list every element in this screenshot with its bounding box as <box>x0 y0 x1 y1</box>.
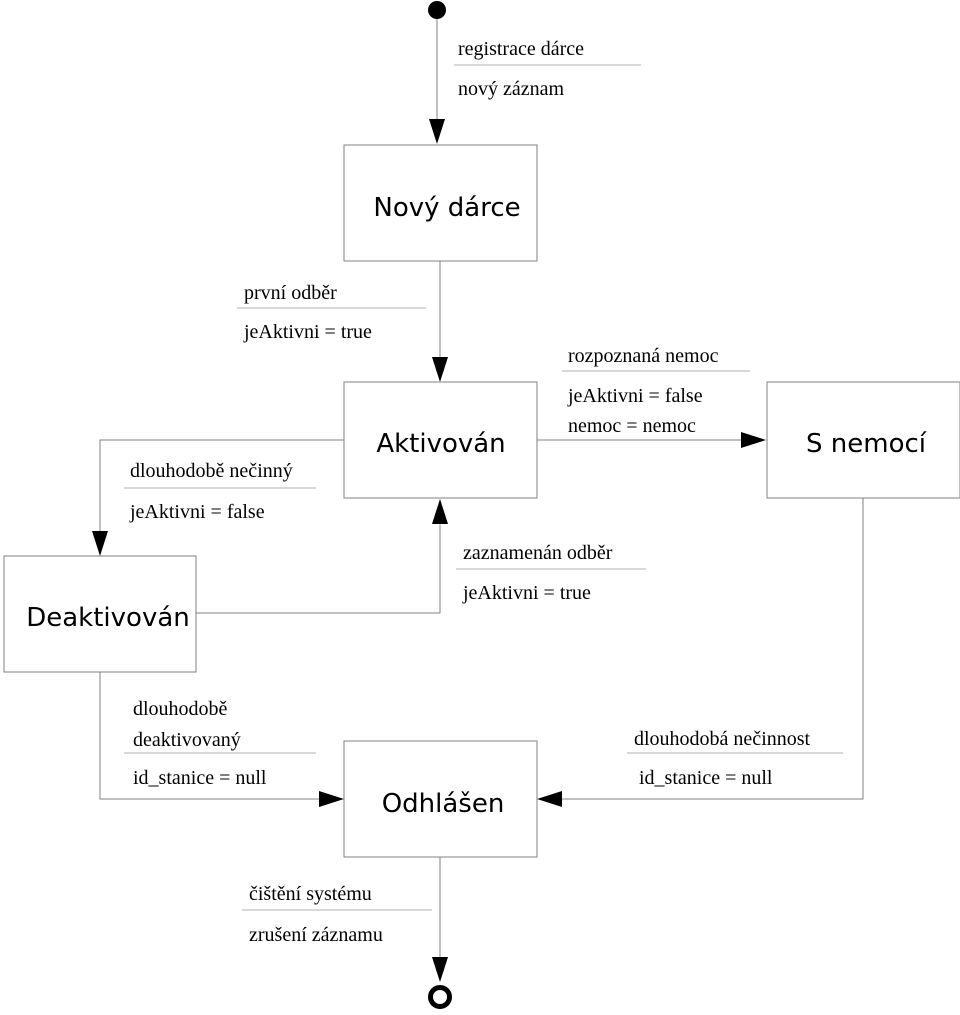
connector-s-nemoci-odhlasen <box>553 498 864 800</box>
transition-dlouhodobe-deaktivovany: dlouhodobě deaktivovaný id_stanice = nul… <box>124 698 316 789</box>
transition-action: jeAktivni = true <box>243 321 372 343</box>
transition-rozpoznana-nemoc: rozpoznaná nemoc jeAktivni = false nemoc… <box>562 345 750 437</box>
transition-dlouhodobe-necinny: dlouhodobě nečinný jeAktivni = false <box>124 460 316 523</box>
transition-event: dlouhodobá nečinnost <box>634 728 811 750</box>
state-aktivovan-label: Aktivován <box>376 429 505 459</box>
transition-action: nový záznam <box>458 78 565 100</box>
transition-action: jeAktivni = true <box>462 582 591 604</box>
transition-action: zrušení záznamu <box>249 924 383 946</box>
state-deaktivovan: Deaktivován <box>3 555 197 673</box>
transition-action: jeAktivni = false <box>567 385 703 407</box>
state-novy-darce-label: Nový dárce <box>373 193 520 223</box>
connector-deaktivovan-aktivovan <box>196 515 441 614</box>
transition-action: id_stanice = null <box>639 767 773 789</box>
state-s-nemoci-label: S nemocí <box>806 429 927 459</box>
transition-action: nemoc = nemoc <box>568 415 696 437</box>
initial-node-icon <box>428 1 446 19</box>
arrowhead-odhlasen-right <box>537 791 562 807</box>
transition-event: dlouhodobě <box>133 698 228 720</box>
transition-dlouhodoba-necinnost: dlouhodobá nečinnost id_stanice = null <box>627 728 843 789</box>
arrowhead-novy-darce <box>429 119 445 144</box>
transition-event: registrace dárce <box>458 38 584 60</box>
arrowhead-end <box>432 957 448 982</box>
transition-action: jeAktivni = false <box>129 501 265 523</box>
arrowhead-deaktivovan <box>92 531 108 556</box>
transition-cisteni-systemu: čištění systému zrušení záznamu <box>242 883 432 946</box>
state-novy-darce: Nový dárce <box>343 144 538 262</box>
arrowhead-aktivovan-bottom <box>432 499 448 524</box>
transition-prvni-odber: první odběr jeAktivni = true <box>237 282 426 343</box>
state-deaktivovan-label: Deaktivován <box>26 603 190 633</box>
connector-aktivovan-deaktivovan <box>99 439 344 540</box>
transition-event: dlouhodobě nečinný <box>130 460 293 482</box>
arrowhead-s-nemoci <box>741 432 766 448</box>
transition-event: deaktivovaný <box>133 729 241 751</box>
transition-action: id_stanice = null <box>133 767 267 789</box>
state-aktivovan: Aktivován <box>343 381 538 499</box>
final-node-icon <box>428 985 452 1009</box>
transition-event: první odběr <box>244 282 337 304</box>
state-s-nemoci: S nemocí <box>766 381 960 499</box>
transition-event: rozpoznaná nemoc <box>568 345 719 367</box>
transition-event: čištění systému <box>249 883 372 905</box>
arrowhead-odhlasen-left <box>319 791 344 807</box>
transition-event: zaznamenán odběr <box>463 542 613 564</box>
arrowhead-aktivovan-top <box>432 357 448 382</box>
transition-zaznamenan-odber: zaznamenán odběr jeAktivni = true <box>456 542 646 604</box>
connector-deaktivovan-odhlasen <box>99 672 328 800</box>
state-odhlasen: Odhlášen <box>343 740 538 858</box>
state-odhlasen-label: Odhlášen <box>382 789 505 819</box>
transition-registrace: registrace dárce nový záznam <box>454 38 641 100</box>
